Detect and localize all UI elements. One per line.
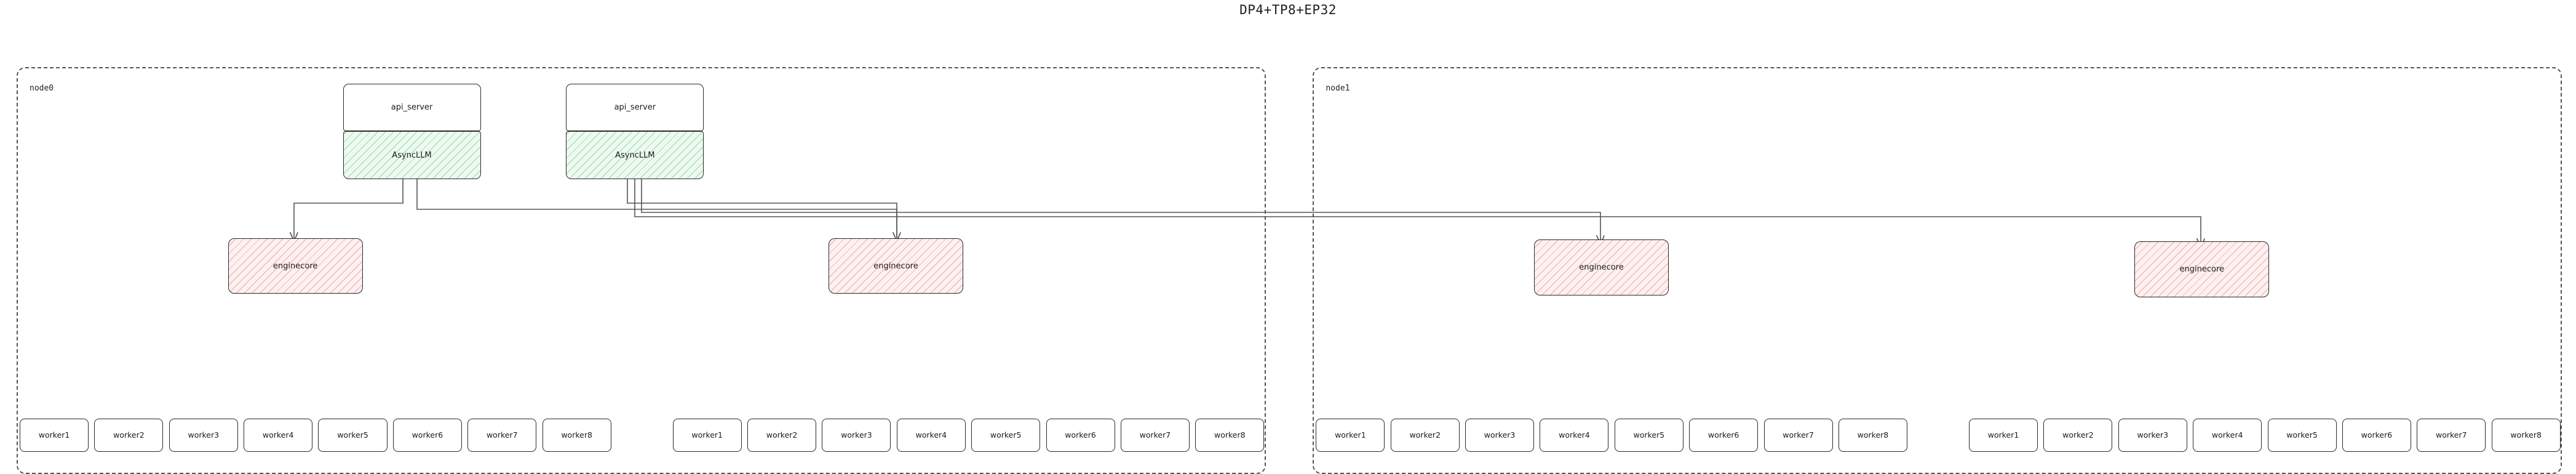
worker-box: worker7: [1763, 419, 1833, 452]
enginecore-box: enginecore: [829, 238, 963, 294]
worker-box: worker4: [1540, 419, 1609, 452]
worker-box: worker2: [94, 419, 164, 452]
worker-box: worker2: [747, 419, 817, 452]
node-label-node1: node1: [1326, 84, 1350, 94]
worker-box: worker8: [542, 419, 611, 452]
diagram-title: DP4+TP8+EP32: [1239, 2, 1337, 17]
worker-box: worker6: [392, 419, 462, 452]
worker-box: worker3: [822, 419, 891, 452]
worker-box: worker3: [1465, 419, 1535, 452]
worker-box: worker5: [971, 419, 1041, 452]
worker-box: worker5: [318, 419, 388, 452]
enginecore-box: enginecore: [2134, 241, 2270, 297]
async-llm-box: AsyncLLM: [566, 131, 704, 179]
node-label-node0: node0: [30, 84, 54, 94]
worker-box: worker7: [2417, 419, 2486, 452]
worker-box: worker1: [1969, 419, 2038, 452]
enginecore-box: enginecore: [1534, 239, 1669, 296]
worker-box: worker7: [467, 419, 537, 452]
worker-box: worker4: [896, 419, 966, 452]
worker-box: worker2: [1390, 419, 1460, 452]
worker-box: worker8: [2491, 419, 2561, 452]
node-container-node1: [1313, 67, 2562, 474]
api-server-box: api_server: [343, 84, 481, 132]
worker-box: worker8: [1838, 419, 1907, 452]
worker-box: worker6: [1689, 419, 1759, 452]
api-server-box: api_server: [566, 84, 704, 132]
enginecore-box: enginecore: [228, 238, 363, 294]
worker-box: worker1: [672, 419, 742, 452]
worker-box: worker2: [2043, 419, 2113, 452]
worker-box: worker8: [1195, 419, 1265, 452]
async-llm-box: AsyncLLM: [343, 131, 481, 179]
worker-box: worker7: [1120, 419, 1190, 452]
worker-box: worker6: [2342, 419, 2411, 452]
worker-box: worker5: [1614, 419, 1684, 452]
worker-box: worker4: [2193, 419, 2262, 452]
worker-box: worker1: [1316, 419, 1385, 452]
worker-box: worker3: [169, 419, 238, 452]
worker-box: worker6: [1046, 419, 1115, 452]
worker-box: worker3: [2118, 419, 2187, 452]
worker-box: worker5: [2267, 419, 2337, 452]
worker-box: worker1: [20, 419, 89, 452]
worker-box: worker4: [244, 419, 313, 452]
